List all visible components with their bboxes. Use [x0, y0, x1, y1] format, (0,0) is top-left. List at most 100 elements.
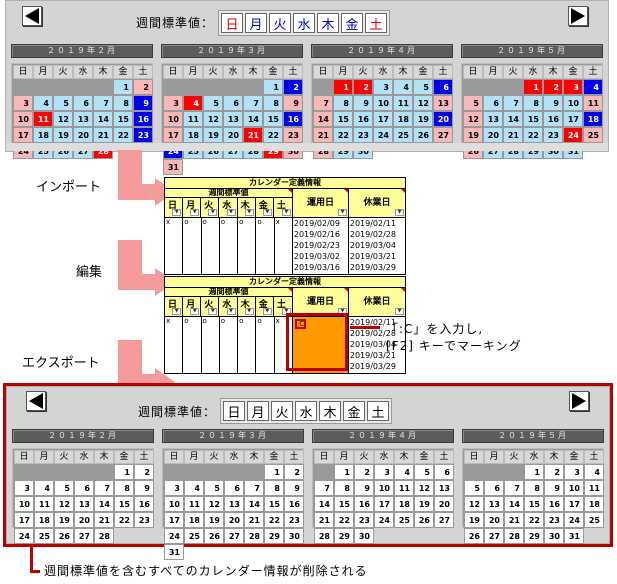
day-cell[interactable]: 14 [244, 496, 264, 512]
day-cell[interactable]: 4 [184, 480, 204, 496]
week-standard-value-cell[interactable]: o [256, 317, 275, 373]
day-cell[interactable]: 21 [244, 512, 264, 528]
week-standard-day-button[interactable]: 水 [293, 13, 315, 33]
day-cell[interactable]: 12 [414, 480, 434, 496]
day-cell[interactable]: 10 [374, 480, 394, 496]
day-cell[interactable]: 22 [524, 512, 544, 528]
day-cell[interactable]: 3 [164, 480, 184, 496]
day-cell[interactable]: 15 [113, 111, 133, 127]
day-cell[interactable]: 10 [163, 111, 183, 127]
filter-dropdown-icon[interactable]: ▼ [244, 308, 254, 315]
day-cell[interactable]: 23 [543, 127, 563, 143]
week-standard-value-cell[interactable]: x [275, 317, 293, 373]
day-cell[interactable]: 6 [224, 480, 244, 496]
day-cell[interactable]: 18 [393, 111, 413, 127]
day-cell[interactable]: 23 [284, 512, 304, 528]
day-cell[interactable]: 12 [204, 496, 224, 512]
day-cell[interactable]: 1 [333, 79, 353, 95]
day-cell[interactable]: 15 [524, 496, 544, 512]
day-cell[interactable]: 13 [484, 496, 504, 512]
day-cell[interactable]: 26 [414, 512, 434, 528]
day-cell[interactable]: 4 [183, 95, 203, 111]
day-cell[interactable]: 22 [333, 127, 353, 143]
day-cell[interactable]: 22 [114, 512, 134, 528]
day-cell[interactable]: 21 [504, 512, 524, 528]
day-cell[interactable]: 6 [483, 95, 503, 111]
day-cell[interactable]: 14 [503, 111, 523, 127]
day-cell[interactable]: 24 [374, 512, 394, 528]
day-cell[interactable]: 17 [374, 496, 394, 512]
day-cell[interactable]: 18 [584, 496, 604, 512]
day-cell[interactable]: 10 [13, 111, 33, 127]
prev-month-button[interactable] [22, 6, 42, 26]
day-cell[interactable]: 18 [34, 512, 54, 528]
day-cell[interactable]: 25 [393, 127, 413, 143]
day-cell[interactable]: 2 [283, 79, 303, 95]
day-cell[interactable]: 4 [583, 79, 603, 95]
day-cell[interactable]: 15 [264, 496, 284, 512]
day-cell[interactable]: 9 [354, 480, 374, 496]
day-cell[interactable]: 16 [544, 496, 564, 512]
day-cell[interactable]: 3 [373, 79, 393, 95]
day-cell[interactable]: 7 [94, 480, 114, 496]
day-cell[interactable]: 6 [484, 480, 504, 496]
week-standard-value-cell[interactable]: o [183, 317, 202, 373]
day-cell[interactable]: 2 [284, 464, 304, 480]
filter-dropdown-icon[interactable]: ▼ [190, 308, 200, 315]
day-cell[interactable]: 10 [563, 95, 583, 111]
day-cell[interactable]: 2 [544, 464, 564, 480]
day-cell[interactable]: 17 [13, 127, 33, 143]
day-cell[interactable]: 31 [564, 528, 584, 544]
day-cell[interactable]: 1 [524, 464, 544, 480]
day-cell[interactable]: 21 [313, 127, 333, 143]
day-cell[interactable]: 5 [53, 95, 73, 111]
day-cell[interactable]: 6 [223, 95, 243, 111]
day-cell[interactable]: 16 [134, 496, 154, 512]
day-cell[interactable]: 19 [463, 127, 483, 143]
day-cell[interactable]: 21 [243, 127, 263, 143]
day-cell[interactable]: 25 [184, 528, 204, 544]
day-cell[interactable]: 9 [353, 95, 373, 111]
day-cell[interactable]: 13 [74, 496, 94, 512]
day-cell[interactable]: 15 [114, 496, 134, 512]
day-cell[interactable]: 19 [414, 496, 434, 512]
day-cell[interactable]: 13 [223, 111, 243, 127]
day-cell[interactable]: 27 [433, 127, 453, 143]
day-cell[interactable]: 20 [433, 111, 453, 127]
week-standard-value-cell[interactable]: o [220, 218, 239, 274]
day-cell[interactable]: 4 [34, 480, 54, 496]
day-cell[interactable]: 14 [93, 111, 113, 127]
week-standard-day-button[interactable]: 木 [317, 13, 339, 33]
day-cell[interactable]: 12 [203, 111, 223, 127]
day-cell[interactable]: 23 [134, 512, 154, 528]
day-cell[interactable]: 11 [584, 480, 604, 496]
day-cell[interactable]: 8 [334, 480, 354, 496]
day-cell[interactable]: 5 [54, 480, 74, 496]
day-cell[interactable]: 20 [224, 512, 244, 528]
day-cell[interactable]: 11 [393, 95, 413, 111]
day-cell[interactable]: 17 [164, 512, 184, 528]
day-cell[interactable]: 11 [583, 95, 603, 111]
week-standard-value-cell[interactable]: x [165, 317, 184, 373]
day-cell[interactable]: 2 [133, 79, 153, 95]
week-standard-day-button[interactable]: 金 [341, 13, 363, 33]
day-cell[interactable]: 28 [504, 528, 524, 544]
day-cell[interactable]: 8 [113, 95, 133, 111]
day-cell[interactable]: 30 [284, 528, 304, 544]
day-cell[interactable]: 7 [244, 480, 264, 496]
week-standard-value-cell[interactable]: o [183, 218, 202, 274]
day-cell[interactable]: 8 [523, 95, 543, 111]
day-cell[interactable]: 7 [504, 480, 524, 496]
day-cell[interactable]: 20 [73, 127, 93, 143]
day-cell[interactable]: 27 [224, 528, 244, 544]
day-cell[interactable]: 14 [504, 496, 524, 512]
week-standard-day-button[interactable]: 日 [221, 13, 243, 33]
day-cell[interactable]: 28 [94, 528, 114, 544]
day-cell[interactable]: 20 [434, 496, 454, 512]
day-cell[interactable]: 10 [14, 496, 34, 512]
day-cell[interactable]: 27 [434, 512, 454, 528]
day-cell[interactable]: 10 [373, 95, 393, 111]
day-cell[interactable]: 26 [204, 528, 224, 544]
